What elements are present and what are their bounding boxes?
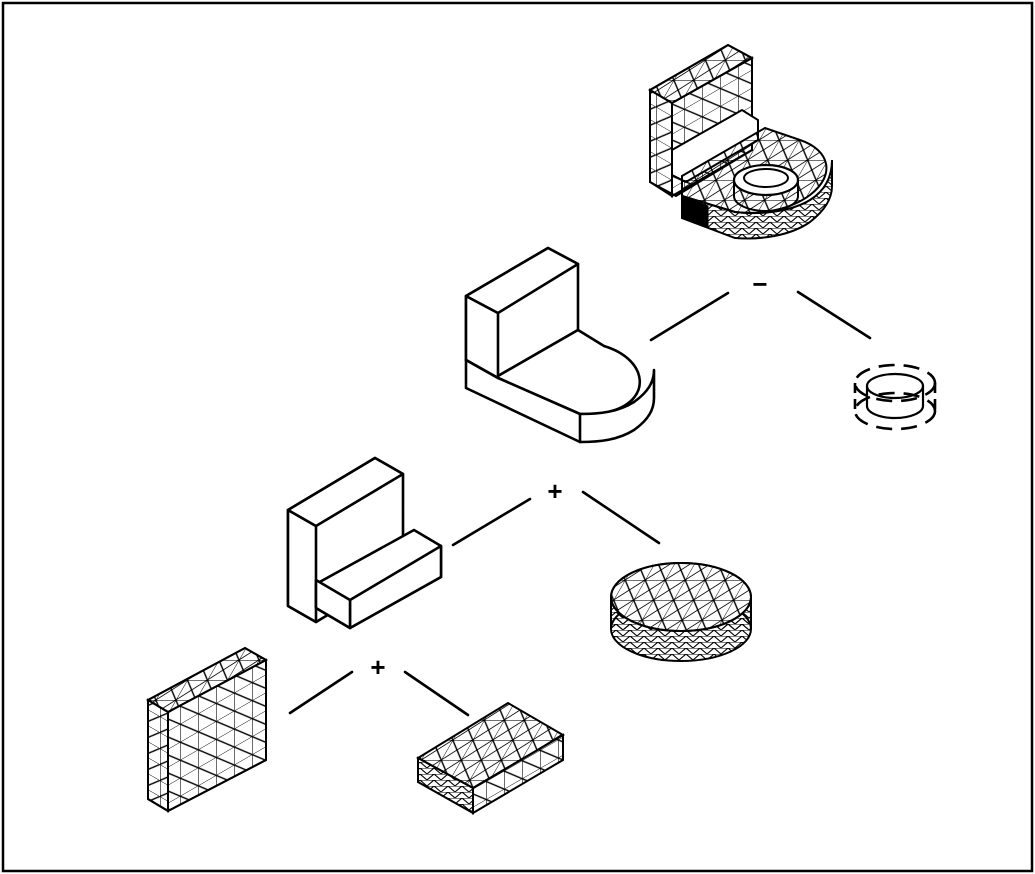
l-bracket-icon: [288, 458, 441, 628]
meshed-slab-icon: [418, 703, 563, 813]
bracket-with-rounded-base-icon: [466, 248, 654, 442]
middle-right-branch: [583, 492, 659, 543]
bottom-operator: +: [370, 652, 385, 682]
meshed-plate-icon: [148, 648, 266, 811]
top-left-branch: [651, 293, 728, 340]
top-right-branch: [798, 292, 870, 338]
middle-left-branch: [453, 499, 530, 545]
middle-operator: +: [547, 476, 562, 506]
final-meshed-part-icon: [650, 45, 832, 238]
meshed-disk-icon: [611, 563, 751, 661]
bottom-right-branch: [405, 672, 468, 715]
dashed-cylinder-hole-icon: [855, 365, 935, 429]
top-operator: −: [752, 269, 767, 299]
bottom-left-branch: [290, 672, 352, 713]
